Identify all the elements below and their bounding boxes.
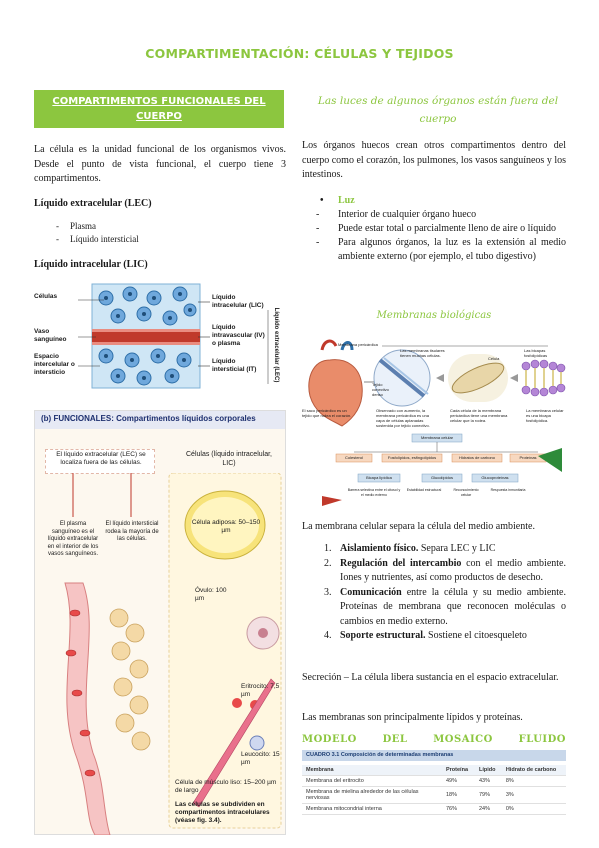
list-item: 3.Comunicación entre la célula y su medi… <box>324 586 566 627</box>
membrana-text: La membrana celular separa la célula del… <box>302 521 535 532</box>
label-observado: Observado con aumento, la membrana peric… <box>376 408 430 428</box>
list-item: 2.Regulación del intercambio con el medi… <box>324 557 566 584</box>
concept-glucoproteinas: Glucoproteínas <box>481 475 509 480</box>
modelo-heading: MODELO DEL MOSAICO FLUIDO <box>302 734 566 745</box>
eritrocito-label: Eritrocito: 7,5 µm <box>241 683 280 698</box>
membrane-diagram <box>308 339 566 506</box>
concept-hidratos: Hidratos de carbono <box>458 455 496 460</box>
concept-fosfolipidos: Fosfolípidos, esfingolípidos <box>387 455 437 460</box>
section-title-bar: COMPARTIMENTOS FUNCIONALES DEL CUERPO <box>34 90 284 128</box>
luces-intro: Los órganos huecos crean otros compartim… <box>302 140 566 180</box>
list-item: 1.Aislamiento físico. Separa LEC y LIC <box>324 543 496 554</box>
musculo-label: Célula de músculo liso: 15–200 µm de lar… <box>175 779 277 794</box>
luz-label: Luz <box>302 194 566 208</box>
concept-estabilidad: Estabilidad estructural <box>406 488 442 492</box>
subdividen-label: Las células se subdividen en compartimen… <box>175 801 270 824</box>
composition-table: Membrana Proteína Lípido Hidrato de carb… <box>302 765 566 815</box>
list-item: Plasma <box>34 220 286 233</box>
figure-header: (b) FUNCIONALES: Compartimentos líquidos… <box>35 411 285 429</box>
compartments-diagram <box>78 283 269 389</box>
label-it: Líquido intersticial (IT) <box>212 358 257 373</box>
concept-reconocimiento: Reconocimiento celular <box>453 488 479 497</box>
label-iv: Líquido intravascular (IV) o plasma <box>212 324 265 347</box>
secrecion-text: Secreción – La célula libera sustancia e… <box>302 672 559 683</box>
lec-title: El líquido extracelular (LEC) se localiz… <box>56 451 146 466</box>
page-title: COMPARTIMENTACIÓN: CÉLULAS Y TEJIDOS <box>145 46 454 61</box>
composition-table-figure: CUADRO 3.1 Composición de determinadas m… <box>302 750 566 826</box>
label-celula: Célula <box>488 356 500 361</box>
luz-list: Luz Interior de cualquier órgano hueco P… <box>302 194 566 264</box>
table-caption: CUADRO 3.1 Composición de determinadas m… <box>302 750 566 761</box>
label-cada-celula: Cada célula de la membrana pericárdica t… <box>450 408 508 423</box>
functional-diagram <box>64 473 282 835</box>
cells-title: Células (líquido intracelular, LIC) <box>186 451 272 467</box>
table-header-row: Membrana Proteína Lípido Hidrato de carb… <box>302 765 566 776</box>
functional-compartments-figure: (b) FUNCIONALES: Compartimentos líquidos… <box>34 410 286 835</box>
label-tejido: Tejido conectivo denso <box>372 382 389 397</box>
concept-membrana: Membrana celular <box>420 435 453 440</box>
luces-heading: Las luces de algunos órganos están fuera… <box>317 95 559 125</box>
concept-barrera: Barrera selectiva entre el citosol y el … <box>347 488 401 497</box>
intro-paragraph: La célula es la unidad funcional de los … <box>34 144 286 184</box>
lec-heading: Líquido extracelular (LEC) <box>34 198 152 209</box>
lipidos-text: Las membranas son principalmente lípidos… <box>302 712 523 723</box>
functions-list: 1.Aislamiento físico. Separa LEC y LIC 2… <box>302 542 566 644</box>
list-item: Interior de cualquier órgano hueco <box>302 208 566 222</box>
lec-list: Plasma Líquido intersticial <box>34 220 286 246</box>
plasma-text: El plasma sanguíneo es el líquido extrac… <box>47 521 99 557</box>
intersticial-text: El líquido intersticial rodea la mayoría… <box>105 521 159 542</box>
table-row: Membrana de mielina alrededor de las cél… <box>302 786 566 804</box>
list-item: Líquido intersticial <box>34 233 286 246</box>
label-lic: Líquido intracelular (LIC) <box>212 294 264 309</box>
label-espacio: Espacio intercelular o intersticio <box>34 353 75 376</box>
concept-colesterol: Colesterol <box>344 455 363 460</box>
compartments-figure: Células Vaso sanguíneo Espacio intercelu… <box>34 280 286 392</box>
ovulo-label: Óvulo: 100 µm <box>195 587 227 602</box>
lic-heading: Líquido intracelular (LIC) <box>34 259 148 270</box>
concept-glucolipidos: Glucolípidos <box>430 475 453 480</box>
label-bicapa: Las bicapas fosfolipídicas <box>524 348 548 358</box>
list-item: Puede estar total o parcialmente lleno d… <box>302 222 566 236</box>
label-cells: Células <box>34 293 58 300</box>
label-lec-vertical: Líquido extracelular (LEC) <box>273 307 279 383</box>
label-membrana-celular: La membrana celular es una bicapa fosfol… <box>526 408 564 423</box>
concept-bicapa-lipidica: Bicapa lipídica <box>366 475 392 480</box>
leucocito-label: Leucocito: 15 µm <box>241 751 280 766</box>
membrane-figure: Membrana pericárdica Las membranas tisul… <box>302 330 566 510</box>
label-membranas-tisulares: Las membranas tisulares tienen muchas cé… <box>400 348 445 358</box>
list-item: 4.Soporte estructural. Sostiene el citoe… <box>324 630 527 641</box>
membranas-heading: Membranas biológicas <box>376 310 492 321</box>
label-pericardio: El saco pericárdico es un tejido que rod… <box>302 408 352 418</box>
concept-proteinas: Proteínas <box>519 455 537 460</box>
adiposa-label: Célula adiposa: 50–150 µm <box>191 519 261 534</box>
concept-respuesta: Respuesta inmunitaria <box>490 488 526 492</box>
label-vaso: Vaso sanguíneo <box>34 328 67 343</box>
list-item: Para algunos órganos, la luz es la exten… <box>302 236 566 264</box>
label-membrana-pericardica: Membrana pericárdica <box>338 342 378 347</box>
